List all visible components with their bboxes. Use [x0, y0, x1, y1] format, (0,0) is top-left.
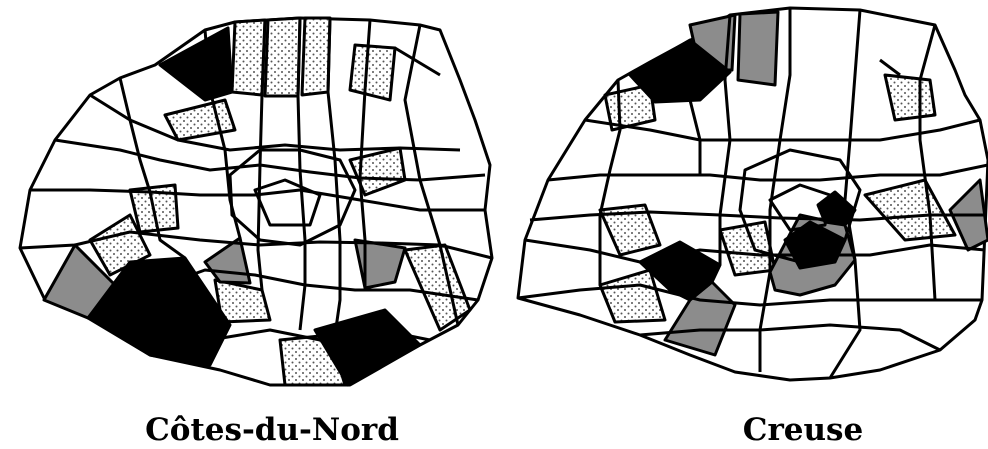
- district-black: [628, 38, 732, 104]
- district-dotted: [163, 98, 237, 142]
- map-cotes-du-nord: [18, 16, 494, 387]
- district-dotted: [598, 268, 667, 324]
- district-dotted: [88, 213, 152, 277]
- district-dotted: [863, 178, 957, 242]
- district-dotted: [230, 18, 267, 97]
- district-borders: [19, 17, 493, 357]
- map-creuse: [516, 6, 988, 382]
- district-borders: [517, 8, 988, 379]
- map-title-right: Creuse: [742, 412, 864, 448]
- district-dotted: [883, 73, 937, 122]
- district-dotted: [300, 16, 332, 97]
- district-black: [313, 308, 422, 387]
- district-dotted: [263, 16, 302, 98]
- district-dotted: [598, 203, 662, 257]
- district-grey: [736, 10, 780, 87]
- map-title-left: Côtes-du-Nord: [145, 412, 399, 448]
- district-dotted: [348, 43, 397, 102]
- district-grey: [353, 238, 407, 290]
